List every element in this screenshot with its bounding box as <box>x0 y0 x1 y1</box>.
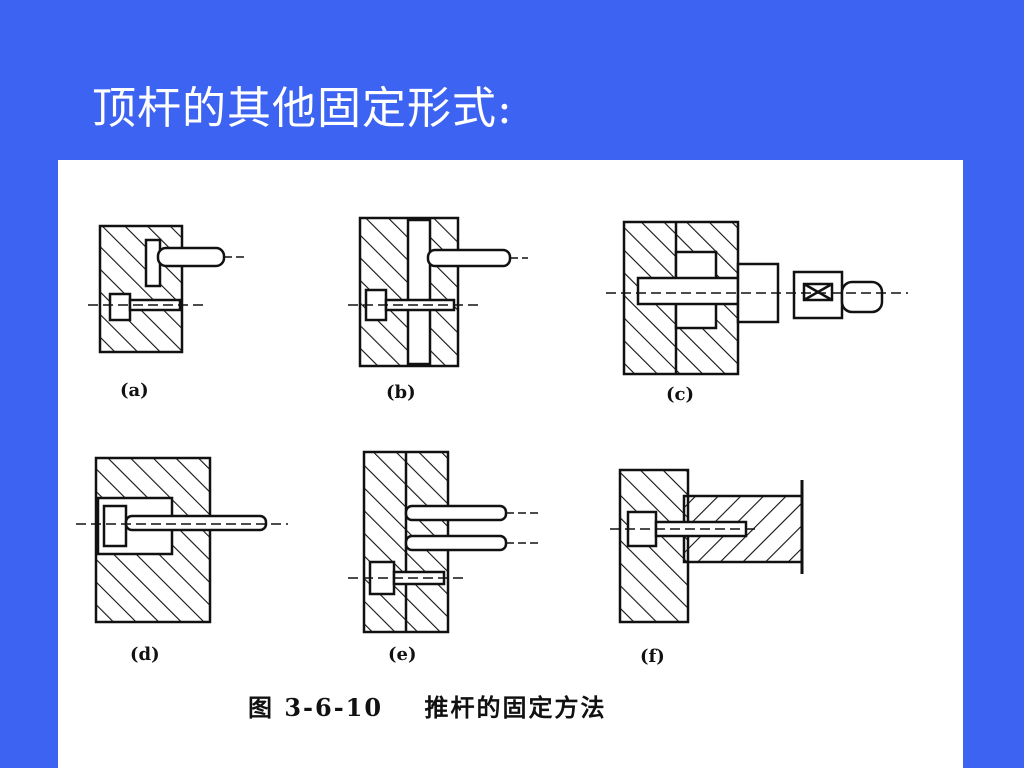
sub-label-c: (c) <box>666 384 694 405</box>
sub-label-f: (f) <box>640 646 665 667</box>
sub-label-a: (a) <box>120 380 149 401</box>
diagram-c <box>606 220 908 376</box>
figure-caption: 图 3-6-10 推杆的固定方法 <box>248 693 607 722</box>
diagram-d <box>76 456 288 624</box>
figure-panel: (a) (b) (c) (d) (e) (f) 图 3-6-10 推杆的固定方法 <box>58 160 963 768</box>
diagram-f <box>610 468 804 624</box>
sub-label-b: (b) <box>386 382 416 403</box>
slide-title: 顶杆的其他固定形式: <box>92 83 513 134</box>
diagram-a <box>88 224 248 354</box>
diagram-e <box>348 450 538 634</box>
ejector-pin-fixing-diagram <box>76 216 908 634</box>
diagram-b <box>348 216 528 368</box>
sub-label-d: (d) <box>130 644 160 665</box>
sub-label-e: (e) <box>388 644 417 665</box>
